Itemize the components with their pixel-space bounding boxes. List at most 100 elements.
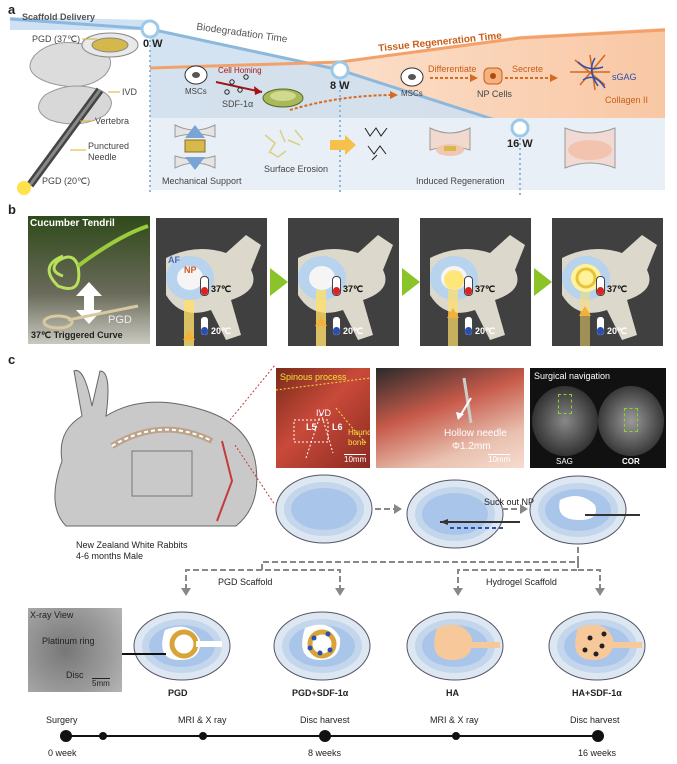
rabbit-label-1: New Zealand White Rabbits: [76, 540, 188, 550]
xray-inset: X-ray View Platinum ring Disc 5mm: [28, 608, 122, 692]
haunch-label-1: Haunch: [348, 428, 370, 437]
rabbit-label-2: 4-6 months Male: [76, 551, 144, 561]
surgery-photo: Spinous process IVD L5 L6 Haunch bone 10…: [276, 368, 370, 468]
thermo-cold-icon: [332, 316, 341, 336]
week-8-label: 8 W: [330, 80, 350, 92]
np-label: NP: [184, 265, 197, 275]
thermo-cold-icon: [200, 316, 209, 336]
sag-image: [532, 386, 598, 456]
timeline-mri-2: MRI & X ray: [430, 715, 479, 725]
thermo-hot-icon: [332, 276, 341, 296]
secrete-label: Secrete: [512, 64, 544, 74]
thermo-cold-icon: [596, 316, 605, 336]
induced-regeneration-label: Induced Regeneration: [416, 176, 505, 186]
temp-cold-label: 20℃: [343, 326, 364, 336]
zoom-lines: [230, 364, 276, 506]
step-arrow-3: [534, 268, 552, 296]
group-label-ha-sdf: HA+SDF-1α: [572, 688, 622, 698]
pgd-scaffold-label: PGD Scaffold: [218, 577, 273, 587]
scaffold-delivery-title: Scaffold Delivery: [22, 12, 96, 22]
disc-ha: [406, 611, 504, 681]
temp-cold-label: 20℃: [211, 326, 232, 336]
mechanical-support-illustration: [174, 124, 216, 170]
disc-emptied: [529, 475, 640, 545]
np-cells-label: NP Cells: [477, 89, 512, 99]
step-arrow-2: [402, 268, 420, 296]
punctured-label-2: Needle: [88, 152, 117, 162]
scale-bar-3: 5mm: [92, 678, 110, 688]
spinous-label: Spinous process: [280, 372, 347, 382]
timeline-harvest-2: Disc harvest: [570, 715, 620, 725]
collagen-label: Collagen II: [605, 95, 649, 105]
ivd-label: IVD: [122, 87, 138, 97]
panel-a-timeline-graphic: [9, 17, 666, 195]
differentiate-label: Differentiate: [428, 64, 477, 74]
temp-hot-label: 37℃: [343, 284, 364, 294]
mscs-label-2: MSCs: [401, 89, 423, 98]
cell-homing-label: Cell Homing: [218, 66, 262, 75]
ivd-photo-label: IVD: [316, 408, 332, 418]
study-timeline: [60, 730, 604, 742]
vertebra-frame-3: 37℃ 20℃: [420, 218, 531, 346]
temp-hot-label: 37℃: [211, 284, 232, 294]
disc-needle: [406, 479, 520, 549]
triggered-curve-label: 37℃ Triggered Curve: [31, 330, 123, 340]
pgd-photo-label: PGD: [108, 314, 132, 326]
disc-intact: [275, 474, 373, 544]
spine-illustration: [17, 32, 139, 195]
needle-photo: Hollow needle Φ1.2mm 10mm: [376, 368, 524, 468]
temp-cold-label: 20℃: [607, 326, 628, 336]
timeline-week0: 0 week: [48, 748, 77, 758]
week-0-label: 0 W: [143, 38, 163, 50]
temp-hot-label: 37℃: [607, 284, 628, 294]
disc-process-diagram: [80, 474, 646, 681]
vertebra-frame-4: 37℃ 20℃: [552, 218, 663, 346]
vertebra-frame-2: 37℃ 20℃: [288, 218, 399, 346]
cucumber-label: Cucumber Tendril: [30, 218, 115, 229]
timeline-harvest-1: Disc harvest: [300, 715, 350, 725]
af-label: AF: [168, 255, 180, 265]
panel-a-label: a: [8, 2, 16, 17]
panel-c-label: c: [8, 352, 16, 367]
surgical-nav-label: Surgical navigation: [534, 371, 611, 381]
timeline-week16: 16 weeks: [578, 748, 617, 758]
cor-image: [598, 386, 664, 456]
l6-label: L6: [332, 422, 343, 432]
scale-bar-1: 10mm: [344, 454, 367, 464]
week-16-label: 16 W: [507, 138, 533, 150]
thermo-hot-icon: [464, 276, 473, 296]
platinum-label: Platinum ring: [42, 636, 95, 646]
hydrogel-scaffold-label: Hydrogel Scaffold: [486, 577, 557, 587]
sag-label: SAG: [556, 457, 573, 466]
cucumber-photo: Cucumber Tendril PGD 37℃ Triggered Curve: [28, 216, 150, 344]
mscs-label: MSCs: [185, 87, 207, 96]
surface-erosion-illustration: [264, 129, 304, 158]
punctured-label-1: Punctured: [88, 141, 130, 151]
vertebra-label: Vertebra: [95, 116, 130, 126]
group-label-pgd: PGD: [168, 688, 188, 698]
step-arrow-1: [270, 268, 288, 296]
timeline-week8: 8 weeks: [308, 748, 342, 758]
mechanical-support-label: Mechanical Support: [162, 176, 242, 186]
temp-cold-label: 20℃: [475, 326, 496, 336]
disc-label: Disc: [66, 670, 84, 680]
scale-bar-2: 10mm: [488, 454, 511, 464]
group-label-ha: HA: [446, 688, 459, 698]
cor-label: COR: [622, 457, 640, 466]
week-16-marker: [510, 118, 530, 138]
pgd-37-label: PGD (37℃): [32, 34, 81, 44]
thermo-hot-icon: [200, 276, 209, 296]
thermo-hot-icon: [596, 276, 605, 296]
surgical-navigation-photo: Surgical navigation SAG COR: [530, 368, 666, 468]
week-0-marker: [140, 19, 160, 39]
week-8-marker: [330, 60, 350, 80]
rabbit-skeleton-illustration: [54, 369, 258, 527]
hollow-needle-label-2: Φ1.2mm: [452, 441, 491, 452]
sgag-label: sGAG: [612, 72, 637, 82]
haunch-label-2: bone: [348, 438, 366, 447]
sdf-label: SDF-1α: [222, 99, 254, 109]
panel-b-label: b: [8, 202, 16, 217]
thermo-cold-icon: [464, 316, 473, 336]
disc-pgd: [133, 611, 231, 681]
pgd-20-label: PGD (20℃): [42, 176, 91, 186]
